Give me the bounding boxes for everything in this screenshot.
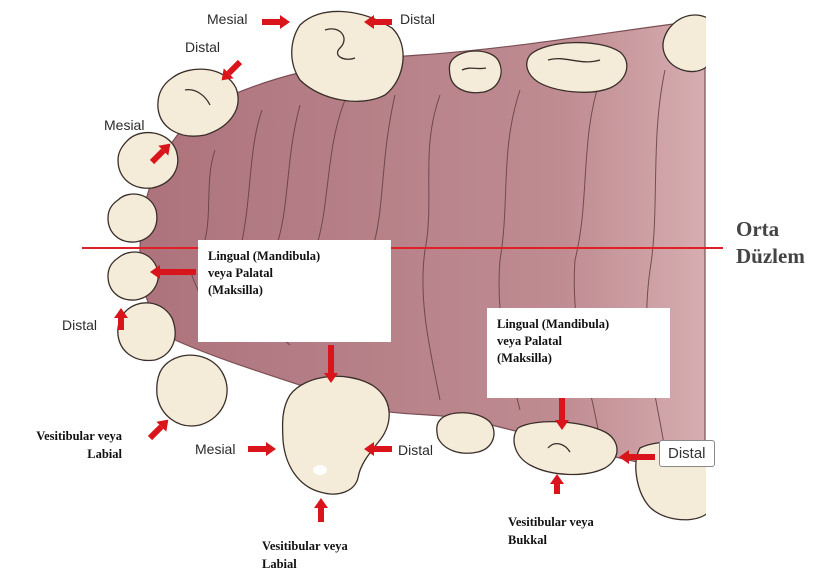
label-midline: Orta Düzlem [736, 216, 805, 271]
label-vestibular-labial-left: Vesitibular veya Labial [10, 427, 122, 463]
label-lingual-box-1: Lingual (Mandibula) veya Palatal (Maksil… [198, 240, 391, 342]
label-distal-upper-left: Distal [185, 40, 220, 54]
tooth-premolar-upper-1 [449, 51, 501, 93]
label-distal-top: Distal [400, 12, 435, 26]
tooth-incisor-6 [157, 355, 227, 426]
tooth-premolar-lower-1 [437, 413, 494, 454]
label-lingual-box-2: Lingual (Mandibula) veya Palatal (Maksil… [487, 308, 670, 398]
arrow-vestibular-left [145, 415, 173, 443]
label-mesial-bottom: Mesial [195, 442, 235, 456]
label-distal-left: Distal [62, 318, 97, 332]
label-vestibular-labial-bottom: Vesitibular veya Labial [262, 537, 348, 573]
tooth-incisor-4 [108, 252, 158, 300]
label-distal-right-box: Distal [659, 440, 715, 467]
tooth-incisor-2 [118, 133, 178, 189]
arrow-vestibular-premolar [550, 474, 564, 494]
label-distal-bottom: Distal [398, 443, 433, 457]
tooth-canine-lower [283, 376, 390, 494]
label-mesial-top: Mesial [207, 12, 247, 26]
label-vestibular-bukkal: Vesitibular veya Bukkal [508, 513, 594, 549]
tooth-incisor-5 [118, 303, 175, 361]
arrow-mesial-top [262, 15, 290, 29]
arrow-vestibular-canine [314, 498, 328, 522]
arrow-mesial-bottom [248, 442, 276, 456]
label-mesial-left: Mesial [104, 118, 144, 132]
tooth-incisor-3 [108, 194, 157, 242]
